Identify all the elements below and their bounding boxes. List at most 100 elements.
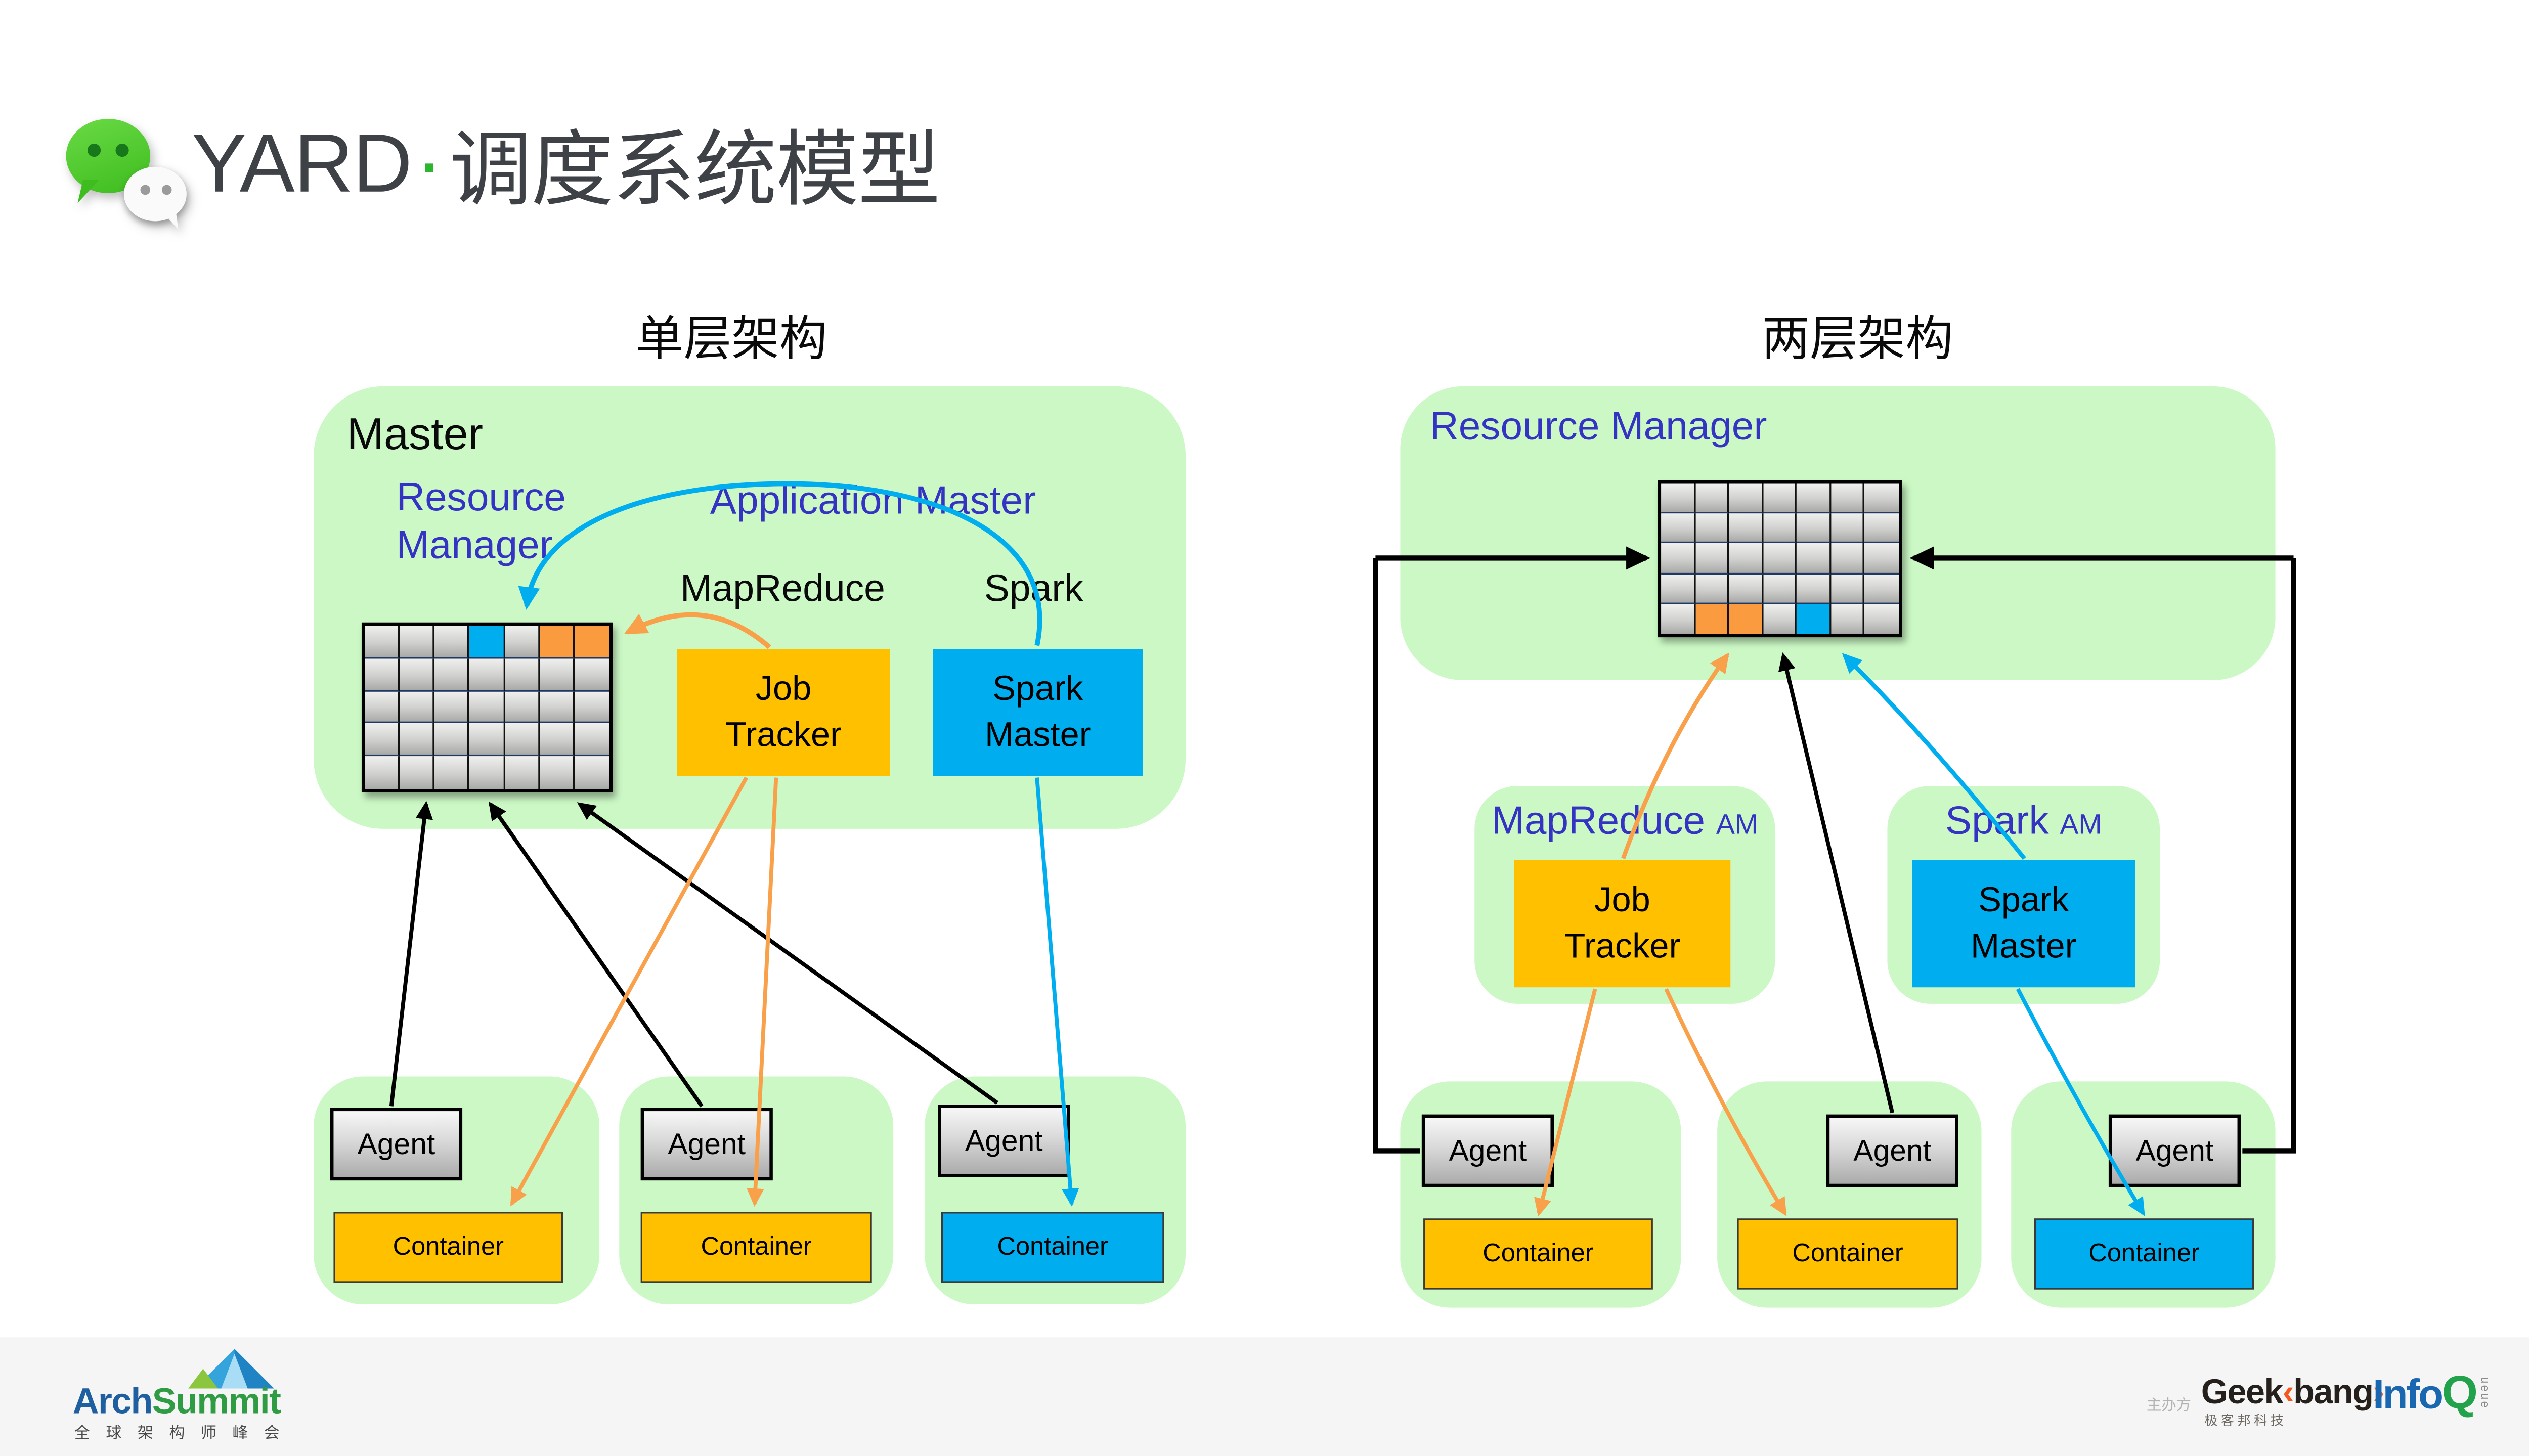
- wechat-icon: [66, 112, 192, 231]
- worker-node: Agent Container: [925, 1076, 1186, 1305]
- grid-cell: [1830, 573, 1865, 604]
- application-master-label: Application Master: [710, 478, 1036, 523]
- archsummit-arch: Arch: [72, 1380, 153, 1422]
- container-box: Container: [941, 1212, 1164, 1283]
- grid-cell: [574, 756, 609, 789]
- bubble-eye: [161, 185, 172, 195]
- agent-box: Agent: [640, 1108, 773, 1181]
- mapreduce-am-main: MapReduce: [1491, 799, 1706, 844]
- grid-cell: [504, 724, 540, 757]
- page-title: YARD·调度系统模型: [191, 106, 941, 222]
- spark-am-panel: Spark AM Spark Master: [1887, 785, 2160, 1004]
- grid-cell: [400, 658, 435, 691]
- master-label: Master: [346, 409, 483, 459]
- grid-cell: [1763, 573, 1797, 604]
- grid-cell: [1830, 604, 1865, 634]
- mapreduce-am-suffix: AM: [1716, 809, 1759, 841]
- wechat-green-bubble: [66, 119, 151, 193]
- grid-cell: [1865, 544, 1899, 574]
- arrow-agent1-to-grid-left: [389, 801, 433, 1107]
- grid-cell: [574, 658, 609, 691]
- grid-cell-allocated: [574, 626, 609, 658]
- agent-box: Agent: [330, 1108, 463, 1181]
- grid-cell: [1797, 513, 1831, 544]
- archsummit-mountain-icon: [188, 1349, 274, 1389]
- footer-bar: ArchSummit 全 球 架 构 师 峰 会 主办方 Geek‹bang›.…: [0, 1337, 2529, 1456]
- grid-cell: [1763, 604, 1797, 634]
- container-box: Container: [333, 1212, 563, 1283]
- grid-cell: [504, 626, 540, 658]
- grid-cell: [1729, 544, 1763, 574]
- mapreduce-label: MapReduce: [680, 566, 885, 609]
- geekbang-bang: bang: [2293, 1374, 2374, 1412]
- archsummit-wordmark: ArchSummit: [73, 1380, 281, 1423]
- grid-cell: [434, 626, 470, 658]
- grid-cell: [1763, 483, 1797, 514]
- archsummit-summit: Summit: [152, 1380, 281, 1422]
- arrow-agent3-to-grid-left: [577, 802, 999, 1105]
- infoq-q: Q: [2441, 1367, 2478, 1419]
- agent-box: Agent: [1826, 1114, 1958, 1187]
- wechat-white-bubble: [123, 166, 187, 222]
- grid-cell: [365, 724, 400, 757]
- title-rest: 调度系统模型: [449, 123, 940, 216]
- grid-cell: [539, 658, 575, 691]
- resource-manager-label-right: Resource Manager: [1430, 404, 1767, 449]
- grid-cell: [434, 658, 470, 691]
- grid-cell: [504, 756, 540, 789]
- grid-cell: [574, 691, 609, 724]
- grid-cell: [1797, 573, 1831, 604]
- infoq-queue: ueue: [2477, 1377, 2490, 1409]
- grid-cell: [574, 724, 609, 757]
- grid-cell: [469, 691, 505, 724]
- right-section-title: 两层架构: [1762, 314, 1954, 367]
- grid-cell-allocated: [1729, 604, 1763, 634]
- grid-cell: [1695, 544, 1729, 574]
- grid-cell: [1729, 573, 1763, 604]
- worker-node: Agent Container: [314, 1076, 600, 1305]
- grid-cell-allocated: [539, 626, 575, 658]
- arrow-agent2-to-grid-left: [488, 801, 704, 1108]
- resource-manager-label-left: Resource Manager: [396, 475, 566, 568]
- agent-box: Agent: [2108, 1114, 2241, 1187]
- archsummit-subtitle: 全 球 架 构 师 峰 会: [74, 1425, 286, 1443]
- arrow-agent2-to-grid-right: [1778, 652, 1895, 1114]
- grid-cell: [1661, 604, 1695, 634]
- grid-cell: [1763, 544, 1797, 574]
- spark-am-main: Spark: [1945, 799, 2049, 844]
- grid-cell: [469, 724, 505, 757]
- spark-label: Spark: [984, 566, 1083, 609]
- grid-cell: [434, 691, 470, 724]
- grid-cell: [539, 724, 575, 757]
- geekbang-geek: Geek: [2201, 1374, 2284, 1412]
- worker-node: Agent Container: [1400, 1081, 1681, 1308]
- grid-cell: [365, 626, 400, 658]
- grid-cell: [1830, 544, 1865, 574]
- grid-cell: [1797, 544, 1831, 574]
- bubble-eye: [115, 144, 129, 157]
- container-box: Container: [1423, 1218, 1653, 1290]
- worker-node: Agent Container: [1717, 1081, 1982, 1308]
- geekbang-subtitle: 极客邦科技: [2204, 1413, 2287, 1428]
- grid-cell: [1865, 513, 1899, 544]
- mapreduce-am-label: MapReduce AM: [1474, 798, 1775, 849]
- grid-cell: [504, 691, 540, 724]
- title-yard: YARD: [191, 117, 413, 210]
- grid-cell: [1865, 604, 1899, 634]
- infoq-logo: InfoQ ueue: [2373, 1367, 2490, 1420]
- grid-cell: [1830, 483, 1865, 514]
- spark-am-suffix: AM: [2060, 809, 2102, 841]
- container-box: Container: [2034, 1218, 2254, 1290]
- grid-cell: [1865, 483, 1899, 514]
- grid-cell: [469, 756, 505, 789]
- grid-cell: [1661, 513, 1695, 544]
- host-label: 主办方: [2146, 1396, 2192, 1414]
- agent-box: Agent: [1421, 1114, 1554, 1187]
- grid-cell: [1695, 513, 1729, 544]
- job-tracker-box-left: Job Tracker: [677, 648, 890, 776]
- grid-cell: [400, 691, 435, 724]
- grid-cell-allocated: [1695, 604, 1729, 634]
- worker-node: Agent Container: [619, 1076, 894, 1305]
- title-dot: ·: [421, 136, 440, 199]
